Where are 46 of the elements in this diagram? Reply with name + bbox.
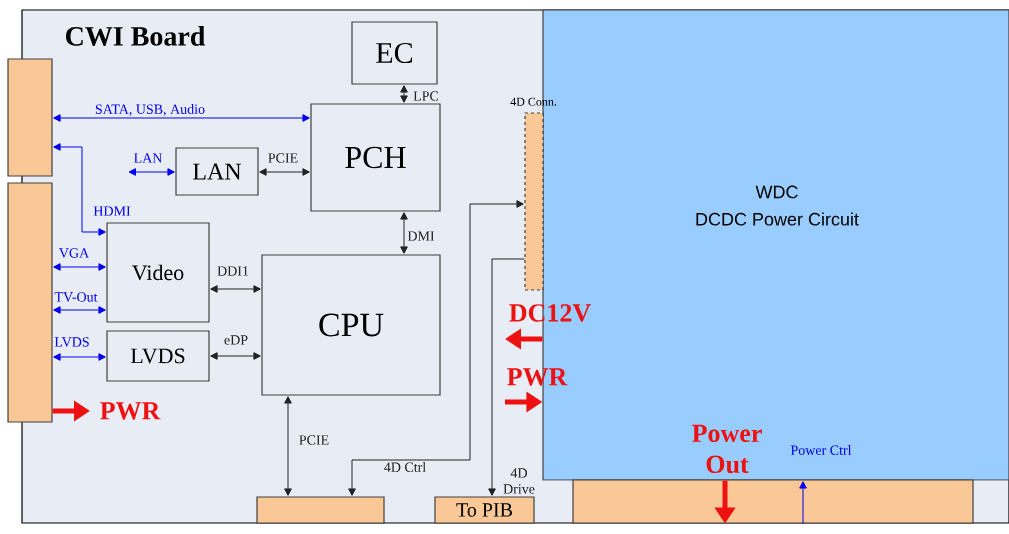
arrow (348, 200, 524, 496)
component-box: LAN (175, 147, 259, 196)
arrow (210, 285, 261, 293)
edge-label: HDMI (93, 206, 131, 216)
edge-label: 4D Ctrl (384, 462, 426, 472)
connector-bar (7, 182, 53, 423)
component-box: EC (351, 21, 438, 85)
edge-label: DC12V (509, 304, 591, 322)
arrow (284, 396, 292, 496)
arrow (53, 114, 310, 122)
edge-label: TV-Out (54, 292, 98, 302)
edge-label: SATA, USB, Audio (95, 104, 205, 116)
component-box: CPU (261, 254, 441, 396)
component-box: PCH (310, 103, 441, 212)
edge-label: PCIE (299, 435, 329, 445)
component-box: LVDS (106, 330, 210, 382)
edge-label: Power Out (692, 424, 762, 474)
edge-label: PWR (100, 402, 161, 420)
arrow (488, 258, 525, 496)
edge-label: Power Ctrl (790, 445, 852, 455)
edge-label: VGA (59, 248, 90, 258)
arrow (53, 143, 106, 236)
connector-bar: 4D Conn. (510, 97, 557, 291)
arrow (400, 85, 408, 103)
arrow (53, 263, 106, 271)
edge-label: LAN (134, 153, 163, 163)
arrow (210, 352, 261, 360)
arrow (53, 353, 106, 361)
edge-label: 4D Drive (503, 468, 535, 494)
arrow (400, 212, 408, 254)
connector-bar (256, 496, 385, 524)
edge-label: DMI (407, 231, 435, 241)
edge-label: eDP (224, 335, 248, 345)
edge-label: PCIE (268, 153, 298, 163)
edge-label: DDI1 (217, 266, 249, 276)
connector-bar (7, 58, 53, 177)
node-label: 4D Conn. (510, 97, 557, 106)
component-box: Video (106, 222, 210, 323)
arrow (799, 481, 807, 525)
arrow (128, 168, 175, 176)
arrow (259, 168, 310, 176)
edge-label: LVDS (54, 337, 89, 347)
connector-bar: To PIB (434, 496, 535, 524)
edge-label: LPC (413, 91, 439, 101)
arrow (53, 306, 106, 314)
connector-bar (572, 479, 974, 524)
